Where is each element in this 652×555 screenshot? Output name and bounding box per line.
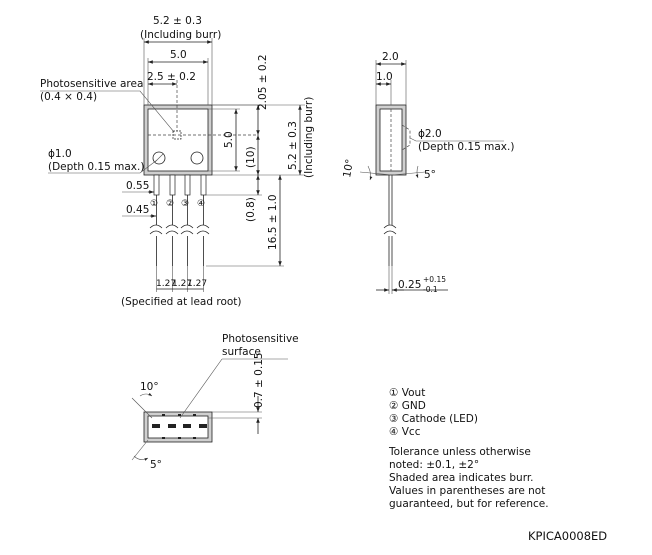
note-line-2: noted: ±0.1, ±2° — [389, 459, 479, 471]
dim-ref-10: (10) — [245, 146, 257, 168]
hole-right — [190, 151, 204, 165]
dim-pitch-1: 1.27 — [156, 279, 176, 289]
pin-number-2: ② — [166, 199, 174, 209]
dim-lead-tol-minus: -0.1 — [423, 285, 438, 294]
dim-lead-045: 0.45 — [126, 204, 149, 216]
bottom-lead-stubs — [152, 414, 207, 439]
note-line-1: Tolerance unless otherwise — [388, 446, 531, 458]
dim-lead-055: 0.55 — [126, 180, 149, 192]
dim-body-height-total: 5.2 ± 0.3 — [287, 121, 299, 170]
label-hole: ϕ1.0 — [48, 148, 72, 160]
dim-pitch-3: 1.27 — [187, 279, 207, 289]
pin-number-1: ① — [150, 199, 158, 209]
legend-pin-2: ② GND — [389, 400, 426, 412]
dim-body-height-total-note: (Including burr) — [303, 97, 315, 178]
label-dimple: ϕ2.0 — [418, 128, 442, 140]
legend-pin-4: ④ Vcc — [389, 426, 421, 438]
label-photosensitive-area-size: (0.4 × 0.4) — [40, 91, 97, 103]
label-dimple-depth: (Depth 0.15 max.) — [418, 141, 514, 153]
bottom-angle-10: 10° — [140, 381, 159, 393]
label-hole-depth: (Depth 0.15 max.) — [48, 161, 144, 173]
bottom-angle-5: 5° — [150, 459, 162, 471]
dim-body-height: 5.0 — [223, 131, 235, 148]
label-photosensitive-area: Photosensitive area — [40, 78, 143, 90]
note-line-4: Values in parentheses are not — [389, 485, 545, 497]
note-line-3: Shaded area indicates burr. — [389, 472, 534, 484]
side-angle-10: 10° — [341, 158, 356, 178]
bottom-view: Photosensitive surface 10° 5° 0.7 ± 0.15 — [131, 333, 299, 471]
dim-half: 1.0 — [376, 71, 393, 83]
leads — [149, 174, 210, 266]
label-surface-2: surface — [222, 346, 261, 358]
front-view: 5.2 ± 0.3 (Including burr) 5.0 2.5 ± 0.2… — [40, 15, 315, 308]
label-surface-1: Photosensitive — [222, 333, 299, 345]
dim-pitch-2: 1.27 — [172, 279, 192, 289]
dim-area-offset: 2.5 ± 0.2 — [147, 71, 196, 83]
dim-lead-tol-plus: +0.15 — [423, 275, 446, 284]
note-lead-root: (Specified at lead root) — [121, 296, 242, 308]
dim-ref-08: (0.8) — [245, 197, 257, 222]
dim-thickness: 2.0 — [382, 51, 399, 63]
dim-depth: 0.7 ± 0.15 — [253, 352, 265, 408]
legend: ① Vout ② GND ③ Cathode (LED) ④ Vcc Toler… — [388, 387, 549, 510]
side-view: 2.0 1.0 ϕ2.0 (Depth 0.15 max.) 10° 5° 0.… — [341, 51, 514, 294]
dim-lead-length: 16.5 ± 1.0 — [267, 194, 279, 250]
pin-number-3: ③ — [181, 199, 189, 209]
legend-pin-1: ① Vout — [389, 387, 425, 399]
dim-area-vertical: 2.05 ± 0.2 — [257, 54, 269, 110]
dim-total-width: 5.2 ± 0.3 — [153, 15, 202, 27]
dim-body-width: 5.0 — [170, 49, 187, 61]
side-angle-5: 5° — [424, 169, 436, 181]
dim-total-width-note: (Including burr) — [140, 29, 221, 41]
drawing-code: KPICA0008ED — [528, 529, 607, 543]
note-line-5: guaranteed, but for reference. — [389, 498, 549, 510]
pin-number-4: ④ — [197, 199, 205, 209]
legend-pin-3: ③ Cathode (LED) — [389, 413, 478, 425]
dim-lead-thickness: 0.25 — [398, 279, 421, 291]
